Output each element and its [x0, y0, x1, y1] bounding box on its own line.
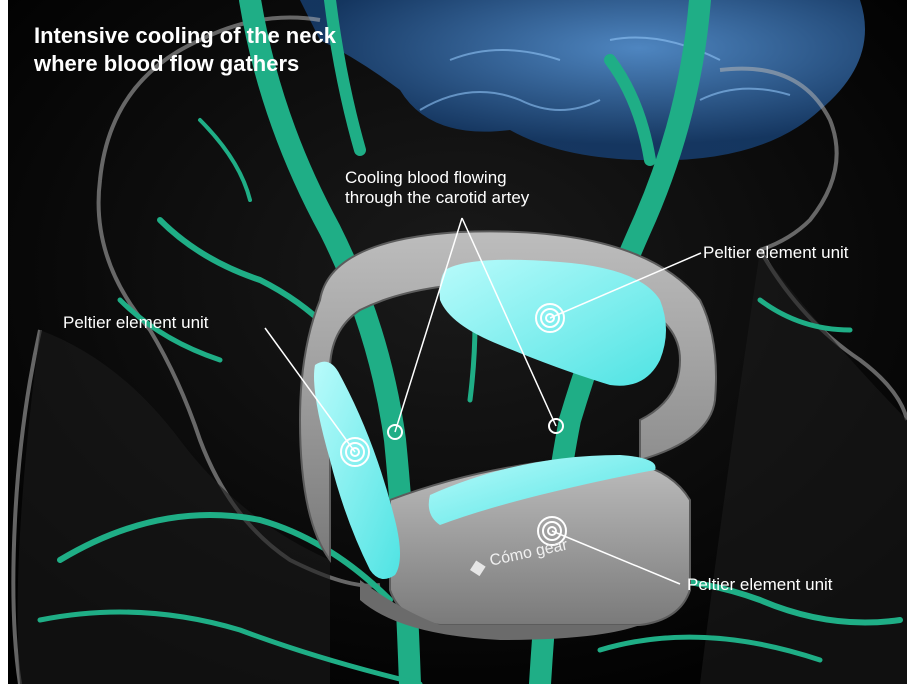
peltier-label-left: Peltier element unit	[63, 313, 209, 333]
peltier-label-bottom: Peltier element unit	[687, 575, 833, 595]
carotid-callout-line-1: Cooling blood flowing	[345, 168, 529, 188]
peltier-label-right: Peltier element unit	[703, 243, 849, 263]
carotid-callout-line-2: through the carotid artey	[345, 188, 529, 208]
diagram-title: Intensive cooling of the neck where bloo…	[34, 22, 336, 78]
title-line-1: Intensive cooling of the neck	[34, 22, 336, 50]
carotid-callout: Cooling blood flowing through the caroti…	[345, 168, 529, 208]
title-line-2: where blood flow gathers	[34, 50, 336, 78]
